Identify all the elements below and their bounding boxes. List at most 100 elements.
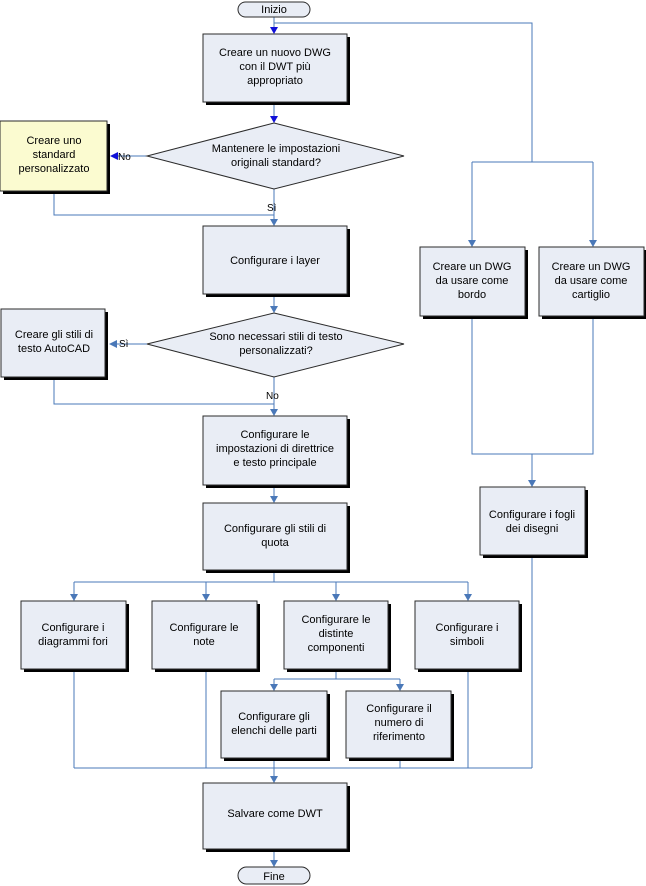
arrow-into-decision2 (270, 306, 278, 313)
ref-number-label-line: numero di (375, 717, 424, 729)
arrow-into-parts (270, 684, 278, 691)
create-dwg-label-line: Creare un nuovo DWG (219, 47, 331, 59)
sheets-box (479, 486, 586, 556)
parts-lists-label-line: Configurare gli (238, 711, 310, 723)
titleblock-dwg-label-line: cartiglio (572, 289, 610, 301)
sheets-label: Configurare i fogli dei disegni (489, 509, 575, 535)
ref-number-label-line: Configurare il (366, 703, 431, 715)
notes-label-line: note (193, 636, 214, 648)
create-text-styles-label-line: testo AutoCAD (18, 343, 90, 355)
hole-charts-label-line: diagrammi fori (38, 636, 108, 648)
create-dwg-box (202, 33, 348, 103)
keep-standard-decision (145, 122, 405, 190)
arrowheads (70, 27, 597, 867)
create-text-styles-box (0, 308, 106, 378)
start-label-line: Inizio (261, 4, 287, 16)
arrow-into-create (270, 27, 278, 34)
arrow-into-save (270, 776, 278, 783)
bom-box (283, 600, 389, 670)
dim-styles-box (202, 502, 348, 571)
arrow-into-notes (202, 594, 210, 601)
arrow-into-holes (70, 594, 78, 601)
end-label: Fine (263, 871, 284, 883)
save-dwt-box (202, 782, 348, 850)
conn-right-branch (274, 22, 533, 162)
arrow-into-symbols (464, 594, 472, 601)
arrow-into-titleblock (589, 240, 597, 247)
conn-border-join (471, 317, 594, 455)
custom-standard-box (0, 120, 108, 192)
layers-label: Configurare i layer (230, 255, 320, 267)
symbols-box (414, 600, 520, 670)
arrow-into-border (468, 240, 476, 247)
layers-label-line: Configurare i layer (230, 255, 320, 267)
border-dwg-label-line: bordo (458, 289, 486, 301)
create-dwg-label-line: appropriato (247, 75, 303, 87)
arrow-into-custom (110, 152, 118, 160)
ref-number-box (345, 690, 452, 759)
start-terminal (237, 1, 311, 18)
arrow-into-dims (270, 496, 278, 503)
arrow-into-sheets (528, 480, 536, 487)
symbols-label: Configurare i simboli (436, 622, 499, 648)
symbols-label-line: simboli (450, 636, 484, 648)
connectors (53, 17, 594, 862)
dim-styles-label-line: Configurare gli stili di (224, 523, 326, 535)
border-dwg-box (419, 246, 526, 317)
border-dwg-label-line: Creare un DWG (433, 261, 512, 273)
border-dwg-label-line: da usare come (436, 275, 509, 287)
symbols-label-line: Configurare i (436, 622, 499, 634)
sheets-label-line: dei disegni (506, 523, 559, 535)
bom-label-line: distinte (319, 628, 354, 640)
save-dwt-label-line: Salvare come DWT (227, 808, 323, 820)
create-text-styles-label-line: Creare gli stili di (15, 329, 93, 341)
create-dwg-label-line: con il DWT più (239, 61, 310, 73)
dim-styles-label: Configurare gli stili di quota (224, 523, 326, 549)
label-no-1: No (118, 152, 131, 163)
border-dwg-label: Creare un DWG da usare come bordo (433, 261, 512, 301)
label-no-2: No (266, 391, 279, 402)
need-text-styles-decision (146, 312, 405, 378)
arrow-into-ref (396, 684, 404, 691)
arrow-into-textstyles (109, 340, 117, 348)
custom-standard-label-line: standard (33, 149, 76, 161)
end-label-line: Fine (263, 871, 284, 883)
end-terminal (237, 866, 311, 885)
hole-charts-label-line: Configurare i (42, 622, 105, 634)
leader-settings-box (202, 415, 348, 486)
arrow-into-end (270, 860, 278, 867)
arrow-into-leader (270, 409, 278, 416)
keep-standard-label-line: Mantenere le impostazioni (212, 143, 340, 155)
notes-box (151, 600, 258, 670)
conn-custom-return (53, 192, 274, 216)
arrow-into-decision1 (270, 116, 278, 123)
custom-standard-label-line: personalizzato (19, 163, 90, 175)
hole-charts-label: Configurare i diagrammi fori (38, 622, 108, 648)
need-text-styles-label-line: personalizzati? (239, 345, 312, 357)
titleblock-dwg-box (538, 246, 645, 317)
custom-standard-label-line: Creare uno (26, 135, 81, 147)
ref-number-label-line: riferimento (373, 731, 425, 743)
leader-settings-label-line: Configurare le (240, 429, 309, 441)
leader-settings-label-line: e testo principale (233, 457, 316, 469)
sheets-label-line: Configurare i fogli (489, 509, 575, 521)
create-dwg-label: Creare un nuovo DWG con il DWT più appropr… (219, 47, 331, 87)
layers-box (202, 225, 348, 295)
parts-lists-box (220, 690, 328, 759)
bom-label-line: componenti (308, 642, 365, 654)
conn-textstyles-return (53, 378, 274, 405)
label-yes-2: Sì (119, 339, 129, 350)
dim-styles-label-line: quota (261, 537, 289, 549)
start-label: Inizio (261, 4, 287, 16)
titleblock-dwg-label-line: da usare come (555, 275, 628, 287)
label-yes-1: Sì (267, 203, 277, 214)
titleblock-dwg-label-line: Creare un DWG (552, 261, 631, 273)
titleblock-dwg-label: Creare un DWG da usare come cartiglio (552, 261, 631, 301)
arrow-into-layers (270, 219, 278, 226)
